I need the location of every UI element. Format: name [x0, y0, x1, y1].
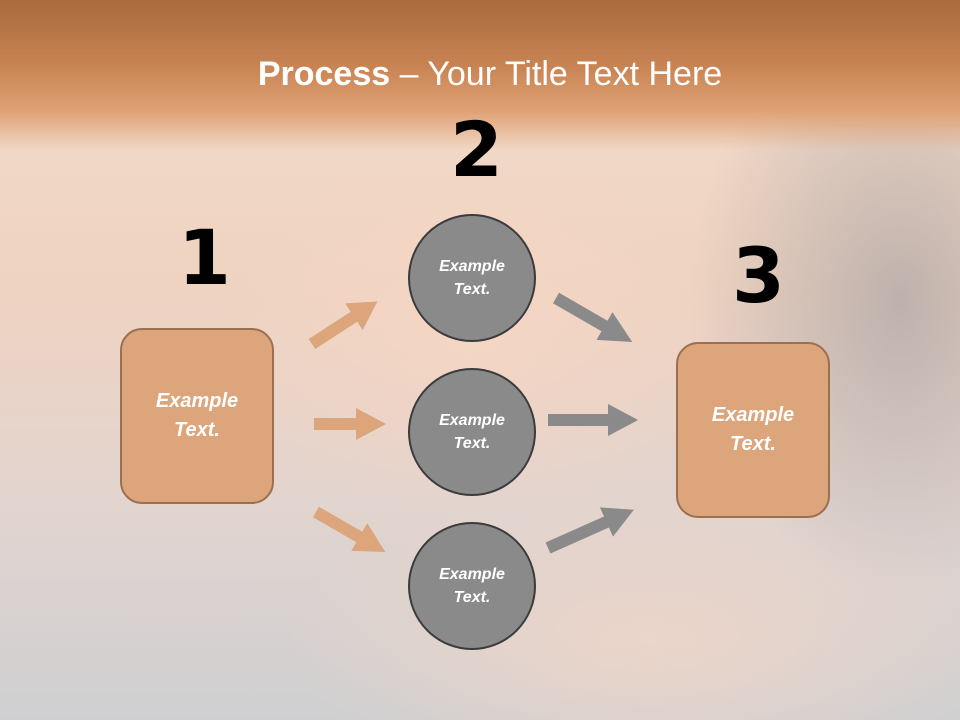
orange-arrows	[308, 301, 386, 552]
step-number-1: 1	[178, 213, 231, 302]
arrow-1-to-top	[308, 301, 378, 350]
arrow-1-to-bottom	[313, 506, 386, 552]
arrow-top-to-3	[553, 292, 633, 342]
arrow-1-to-middle	[314, 408, 386, 440]
step-number-2: 2	[450, 105, 503, 194]
arrow-bottom-to-3	[545, 507, 634, 554]
slide-title: Process – Your Title Text Here	[0, 52, 960, 96]
slide-title-bold: Process	[257, 55, 391, 93]
step-number-3: 3	[732, 231, 785, 320]
gray-arrows	[545, 292, 638, 554]
title-banner	[0, 0, 960, 150]
arrow-middle-to-3	[548, 404, 638, 436]
slide-title-rest: – Your Title Text Here	[390, 55, 723, 93]
